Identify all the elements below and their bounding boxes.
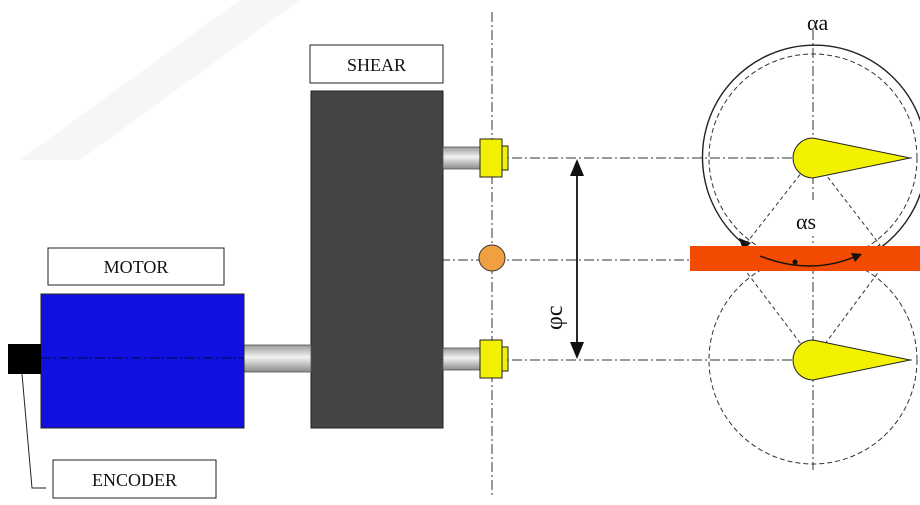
encoder-label-box (52, 459, 217, 499)
motor-label: MOTOR (104, 257, 169, 277)
center-roll (478, 244, 506, 272)
motor-shaft (242, 344, 312, 373)
upper-coupling (479, 138, 503, 178)
upper-blade (792, 137, 911, 179)
shear-label: SHEAR (347, 55, 406, 75)
encoder-leader-line (21, 373, 46, 489)
lower-shear-shaft (442, 347, 482, 371)
alpha-s-label-box (788, 200, 838, 236)
encoder-label: ENCODER (92, 470, 177, 490)
alpha-a-label: αa (807, 10, 829, 35)
motor-label-box (47, 247, 225, 286)
alpha-s-arc-start-dot (792, 259, 798, 265)
lower-coupling-flange (501, 346, 509, 372)
phi-c-label: φc (542, 305, 568, 330)
shear-label-box (309, 44, 444, 84)
upper-coupling-flange (501, 145, 509, 171)
alpha-s-arc (759, 255, 858, 267)
upper-shear-shaft (442, 146, 482, 170)
strip-material (690, 246, 920, 271)
alpha-a-arc (701, 44, 920, 249)
shear-body (310, 90, 444, 429)
alpha-s-label: αs (796, 209, 816, 234)
motor-body (40, 293, 245, 429)
lower-coupling (479, 339, 503, 379)
lower-blade (792, 339, 911, 381)
phi-c-arrow-bottom (570, 342, 584, 359)
phi-c-arrow-top (570, 159, 584, 176)
alpha-s-arrowhead (851, 253, 862, 262)
encoder-body (8, 344, 41, 374)
background-sheen (20, 0, 300, 160)
